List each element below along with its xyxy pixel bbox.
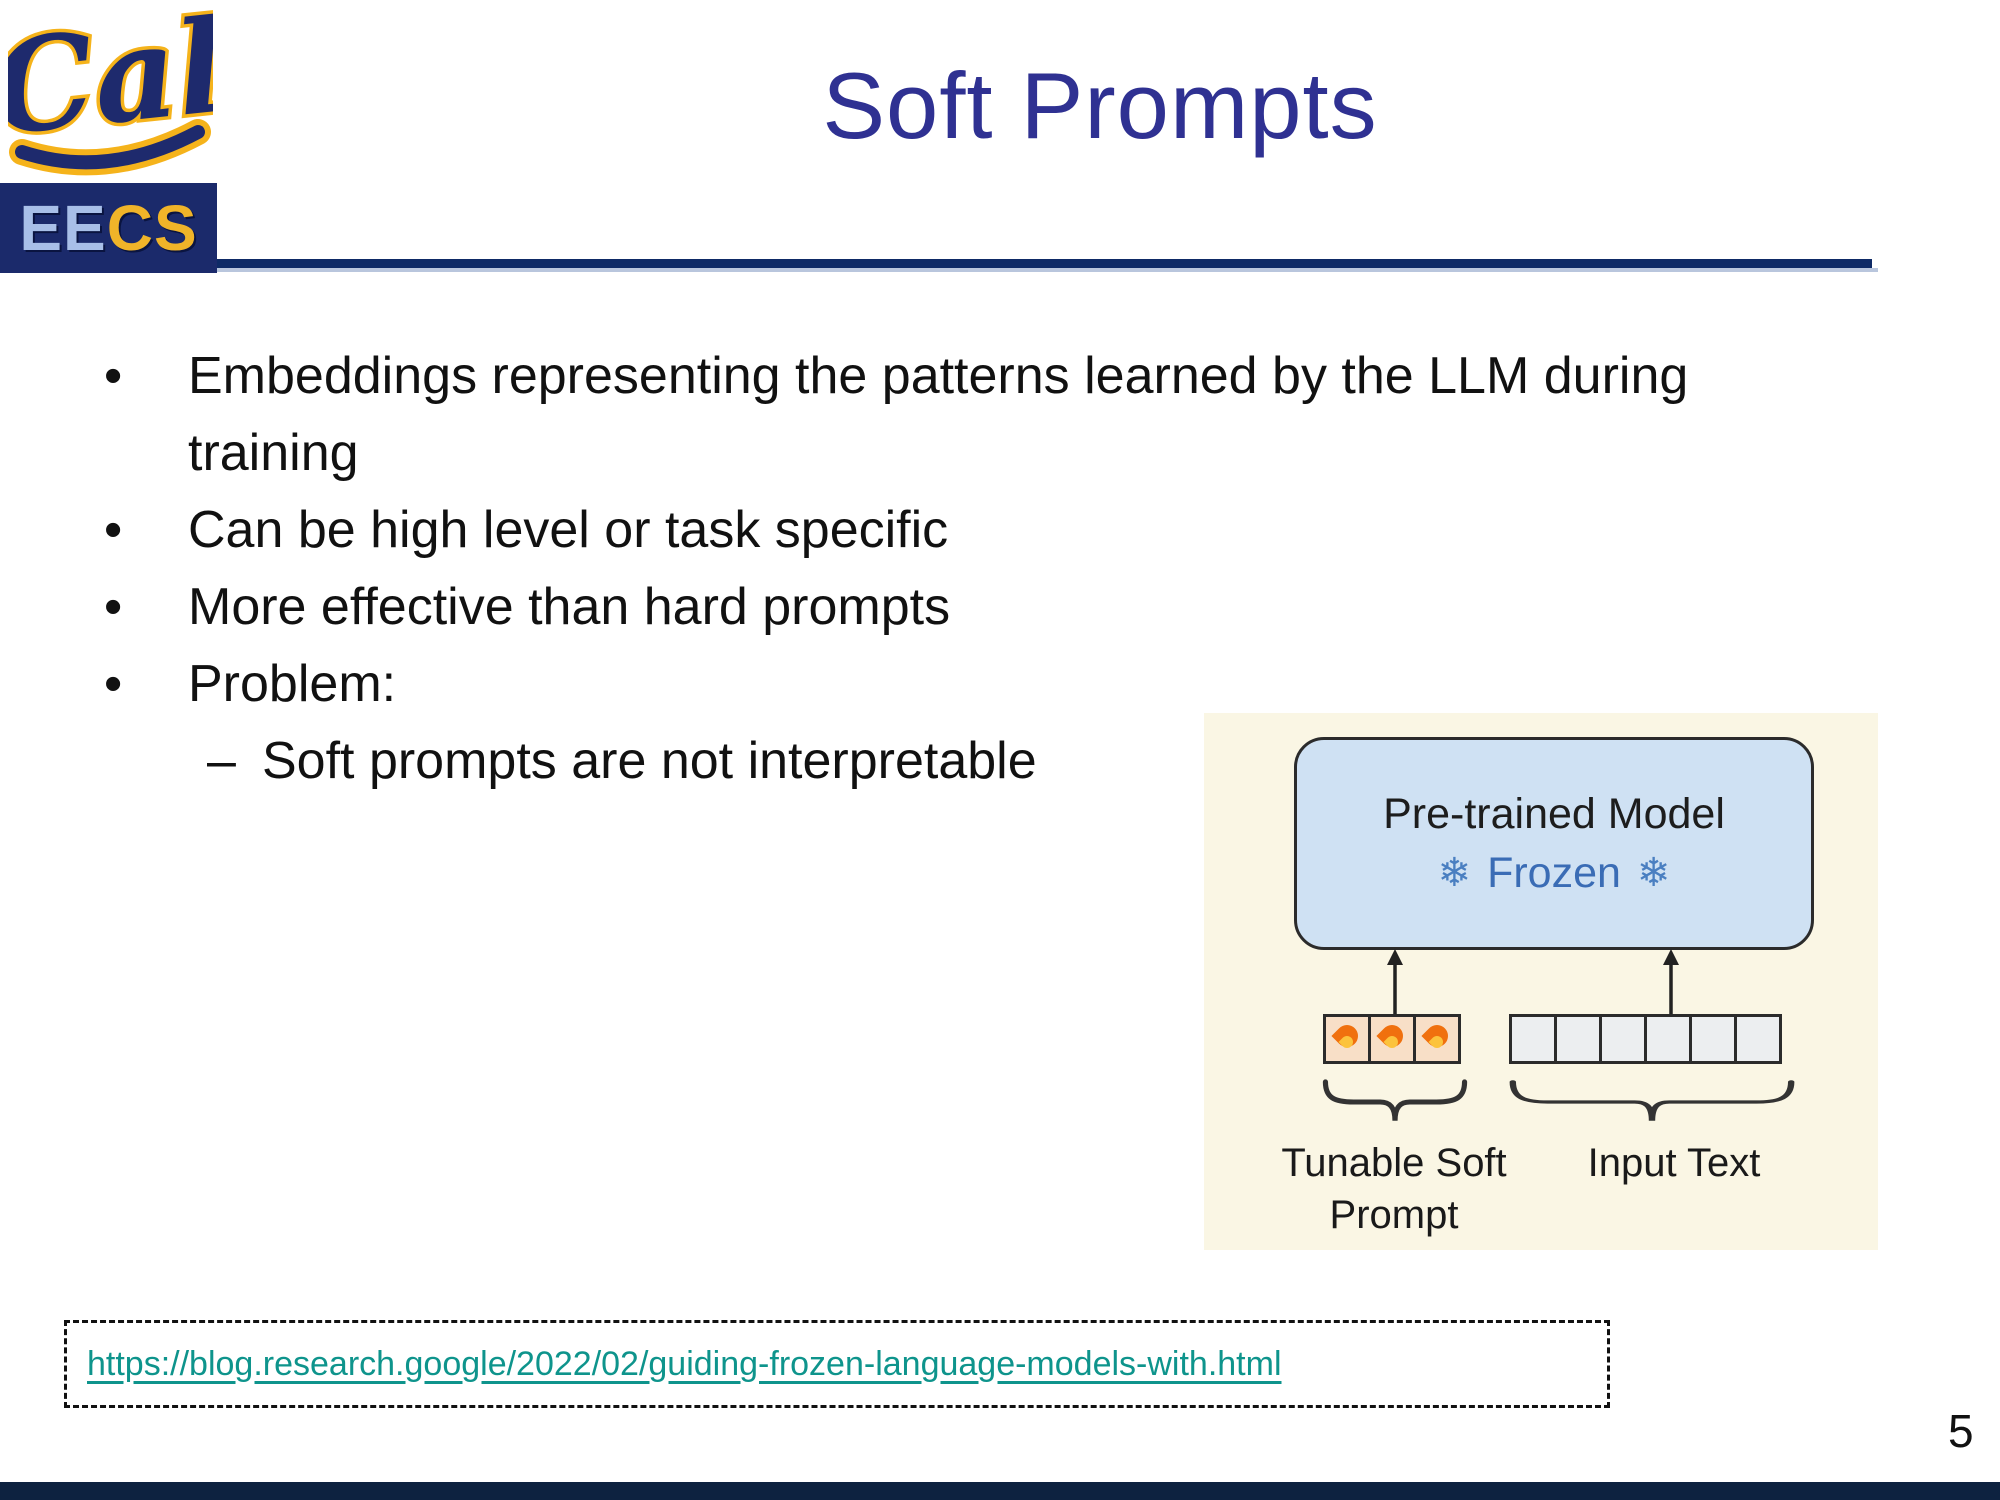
tunable-soft-prompt-cells	[1323, 1014, 1461, 1064]
snowflake-icon: ❄	[1636, 851, 1671, 895]
list-item-sub: – Soft prompts are not interpretable	[0, 723, 1900, 800]
caption-line: Prompt	[1329, 1193, 1459, 1237]
input-text-cell	[1509, 1014, 1557, 1064]
reference-link[interactable]: https://blog.research.google/2022/02/gui…	[87, 1344, 1282, 1383]
header-rule-light	[217, 268, 1878, 272]
reference-box: https://blog.research.google/2022/02/gui…	[64, 1320, 1610, 1408]
soft-prompt-diagram: Pre-trained Model ❄ Frozen ❄ Tunable Sof…	[1204, 713, 1878, 1250]
list-item: • Can be high level or task specific	[0, 492, 1900, 569]
page-title: Soft Prompts	[822, 53, 1378, 158]
arrow-up-icon	[1663, 949, 1679, 1017]
tunable-soft-prompt-caption: Tunable Soft Prompt	[1224, 1137, 1564, 1241]
list-item: • Embeddings representing the patterns l…	[0, 338, 1900, 492]
input-text-cell	[1554, 1014, 1602, 1064]
eecs-ee-label: EE	[19, 192, 107, 264]
bullet-text: Problem:	[188, 655, 397, 713]
header-rule-navy	[217, 259, 1872, 268]
pretrained-model-label: Pre-trained Model	[1383, 789, 1725, 838]
bullet-icon: •	[104, 655, 123, 713]
bullet-icon: •	[104, 501, 123, 559]
bullet-text: More effective than hard prompts	[188, 578, 951, 636]
cal-logo: Cal	[0, 0, 236, 180]
snowflake-icon: ❄	[1437, 851, 1472, 895]
bullet-text: Embeddings representing the patterns lea…	[188, 347, 1689, 482]
dash-bullet-icon: –	[207, 732, 236, 790]
bullet-text: Can be high level or task specific	[188, 501, 949, 559]
flame-icon	[1425, 1024, 1449, 1054]
bullet-icon: •	[104, 578, 123, 636]
arrow-up-icon	[1387, 949, 1403, 1017]
soft-prompt-cell	[1368, 1014, 1416, 1064]
frozen-label: Frozen	[1487, 848, 1621, 897]
bullet-text: Soft prompts are not interpretable	[262, 732, 1037, 790]
flame-icon	[1335, 1024, 1359, 1054]
list-item: • Problem:	[0, 646, 1900, 723]
soft-prompt-cell	[1413, 1014, 1461, 1064]
input-text-cells	[1509, 1014, 1782, 1064]
bullet-icon: •	[104, 347, 123, 405]
input-text-cell	[1734, 1014, 1782, 1064]
eecs-cs-label: CS	[106, 192, 198, 264]
input-text-cell	[1644, 1014, 1692, 1064]
curly-brace-icon	[1322, 1079, 1468, 1121]
list-item: • More effective than hard prompts	[0, 569, 1900, 646]
soft-prompt-cell	[1323, 1014, 1371, 1064]
frozen-row: ❄ Frozen ❄	[1438, 849, 1671, 898]
caption-line: Tunable Soft	[1281, 1141, 1507, 1185]
page-number: 5	[1948, 1405, 1974, 1457]
flame-icon	[1380, 1024, 1404, 1054]
cal-logo-icon: Cal	[0, 0, 236, 176]
pretrained-model-box: Pre-trained Model ❄ Frozen ❄	[1294, 737, 1814, 950]
input-text-cell	[1689, 1014, 1737, 1064]
bottom-bar	[0, 1482, 2000, 1500]
input-text-caption: Input Text	[1587, 1141, 1761, 1185]
curly-brace-icon	[1509, 1080, 1795, 1121]
svg-text:Cal: Cal	[8, 0, 213, 165]
bullet-list: • Embeddings representing the patterns l…	[0, 338, 1900, 800]
input-text-cell	[1599, 1014, 1647, 1064]
